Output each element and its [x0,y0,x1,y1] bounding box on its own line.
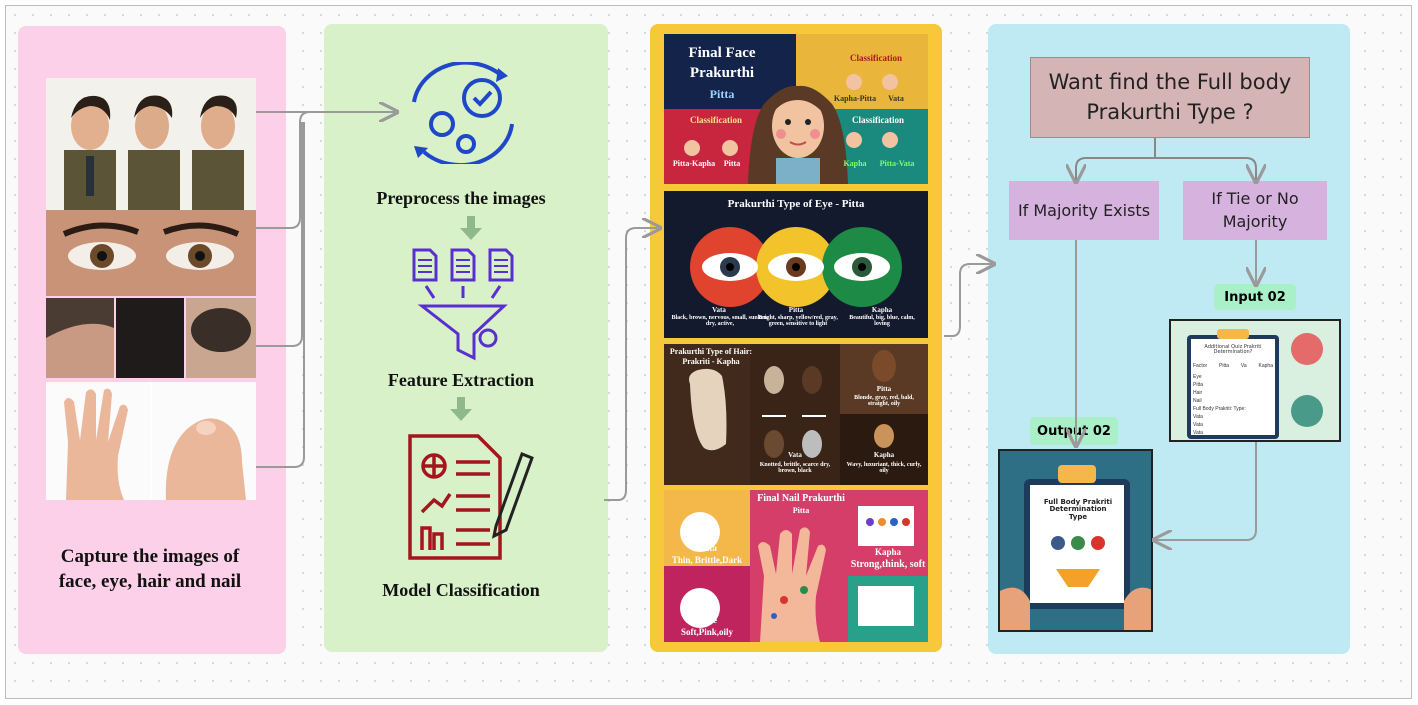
tie-no-majority-box: If Tie or No Majority [1183,181,1327,240]
hair-kapha-name: Kapha [873,451,895,459]
quiz-row2-2: Vata [1193,430,1203,436]
hair-pitta-name: Pitta [876,385,892,393]
quiz-card-rows: Eye Pitta Hair Nail Full Body Prakriti: … [1193,373,1246,437]
face-photo [46,78,256,210]
hair-title-1: Prakurthi Type of Hair: [669,347,753,356]
hair-infographic-illustration [664,344,928,485]
quiz-footer: Full Body Prakriti: Type: [1193,406,1246,412]
face-cls-top-a: Kapha-Pitta [833,94,877,103]
face-cls-left-b: Pitta [723,159,741,168]
nail-kapha-desc: Strong,think, soft [850,559,926,570]
face-infographic-illustration [664,34,928,184]
face-cls-top-b: Vata [888,94,904,103]
face-cls-right-title: Classification [851,115,904,125]
hair-vata-name: Vata [788,451,802,459]
eyes-illustration [46,210,256,296]
nail-vata-name: Vata [699,543,717,553]
feature-extraction-funnel-icon [408,246,518,366]
nail-pitte-name: Pitte [699,615,717,625]
result-card-illustration [1000,451,1151,630]
quiz-row-1: Pitta [1193,382,1204,388]
quiz-row-0: Eye [1193,374,1202,380]
face-cls-right-b: Pitta-Vata [879,159,915,168]
input-02-tag: Input 02 [1214,284,1296,310]
quiz-header-0: Factor [1193,363,1208,369]
nail-result: Pitta [792,506,810,515]
face-cls-left-title: Classification [689,115,742,125]
output-result-card: Full Body Prakriti Determination Type [998,449,1153,632]
face-result: Pitta [709,87,735,101]
eye-photo [46,210,256,296]
face-title-2: Prakurthi [689,65,755,81]
nail-photos [46,382,256,500]
capture-label: Capture the images of face, eye, hair an… [24,544,276,594]
quiz-header-3: Kapha [1258,363,1273,369]
quiz-header-1: Pitta [1219,363,1230,369]
input-quiz-card: Additional Quiz Prakriti Determination? … [1169,319,1341,442]
output-02-tag: Output 02 [1030,417,1118,445]
full-body-question-box: Want find the Full body Prakurthi Type ? [1030,57,1310,138]
nail-kapha-name: Kapha [874,547,901,557]
result-card-title: Full Body Prakriti Determination Type [1043,498,1113,521]
quiz-card-title: Additional Quiz Prakriti Determination? [1204,344,1262,356]
face-cls-right-a: Kapha [843,159,867,168]
face-prakurthi-tile: Final Face Prakurthi Pitta Classificatio… [664,34,928,184]
hair-kapha-desc: Wavy, luxuriant, thick, curly, oily [846,462,922,475]
capture-label-line2: face, eye, hair and nail [58,571,242,592]
nail-infographic-illustration [664,490,928,642]
hands-illustration [46,382,256,500]
model-classification-doc-icon [404,430,534,564]
majority-exists-box: If Majority Exists [1009,181,1159,240]
quiz-row-2: Hair [1193,390,1203,396]
eye-pitta-desc: Bright, sharp, yellow/red, gray, green, … [758,315,838,328]
nail-prakurthi-tile: Final Nail Prakurthi Pitta Vata Thin, Br… [664,490,928,642]
nail-vata-desc: Thin, Brittle,Dark [671,555,743,565]
quiz-row2-1: Vata [1193,422,1203,428]
preprocess-gears-icon [398,62,528,164]
eye-vata-desc: Black, brown, nervous, small, sunken, dr… [671,315,769,328]
hair-vata-desc: Knotted, brittle, scarce dry, brown, bla… [759,462,831,475]
face-cls-top-title: Classification [849,53,902,63]
nail-pitte-desc: Soft,Pink,oily [680,627,733,637]
face-cls-left-a: Pitta-Kapha [672,159,716,168]
hair-title-2: Prakriti - Kapha [682,357,740,366]
quiz-row-3: Nail [1193,398,1202,404]
eye-pitta-name: Pitta [788,306,804,314]
eye-kapha-name: Kapha [871,306,893,314]
face-title-1: Final Face [688,45,756,61]
eye-infographic-illustration [690,227,902,307]
hair-illustration [46,298,256,378]
nail-title: Final Nail Prakurthi [757,493,845,504]
eye-vata-name: Vata [712,306,726,314]
hair-photos [46,298,256,378]
eye-title: Prakurthi Type of Eye - Pitta [727,198,865,210]
face-views-illustration [64,95,244,210]
eye-kapha-desc: Beautiful, big, blue, calm, loving [849,315,915,328]
hair-prakurthi-tile: Prakurthi Type of Hair: Prakriti - Kapha… [664,344,928,485]
model-classification-label: Model Classification [382,580,540,600]
eye-prakurthi-tile: Prakurthi Type of Eye - Pitta Vata Black… [664,191,928,338]
quiz-row2-0: Vata [1193,414,1203,420]
quiz-card-illustration [1171,321,1339,440]
quiz-header-2: Va [1240,363,1247,369]
capture-label-line1: Capture the images of [60,546,240,567]
hair-pitta-desc: Blonde, gray, red, bald, straight, oily [854,395,914,408]
feature-extraction-label: Feature Extraction [387,370,535,390]
preprocess-label: Preprocess the images [376,188,546,208]
quiz-card-headers: Factor Pitta Va Kapha [1193,363,1273,369]
